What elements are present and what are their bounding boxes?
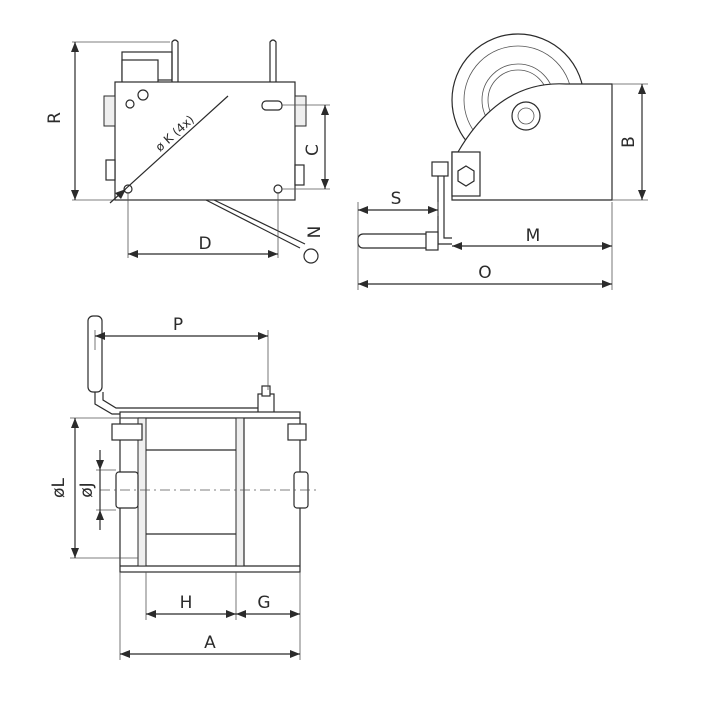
crank-grip: [357, 233, 435, 249]
arrow: [258, 332, 268, 340]
arrow: [428, 206, 438, 214]
shaft-hole-front: [511, 101, 541, 131]
crank-arm-top-inner: [102, 392, 270, 409]
left-flange: [103, 95, 116, 127]
top-handle-right: [269, 39, 277, 82]
top-handle-left: [171, 39, 179, 82]
arrow: [226, 610, 236, 618]
side-housing: [451, 83, 613, 201]
dim-label-s: S: [391, 189, 402, 209]
arrow: [358, 206, 368, 214]
leader-k: [109, 95, 229, 204]
arrow: [115, 189, 126, 199]
arrow: [358, 280, 368, 288]
arrow: [71, 418, 79, 428]
arrow: [95, 332, 105, 340]
arrow: [96, 510, 104, 520]
arrow: [321, 105, 329, 115]
dim-label-p: P: [173, 315, 183, 335]
arrow: [602, 280, 612, 288]
lever-lower: [213, 199, 306, 245]
lever-upper: [205, 199, 301, 249]
dim-label-m: M: [526, 226, 541, 246]
dim-label-c: C: [303, 144, 323, 156]
right-flange: [294, 95, 307, 127]
top-view: P øL øJ H G A: [49, 315, 316, 660]
front-view: R C N D ø K (4x): [45, 39, 330, 264]
arrow: [268, 250, 278, 258]
arrow: [71, 190, 79, 200]
arrow: [71, 42, 79, 52]
arrow: [290, 650, 300, 658]
crank-grip-top: [87, 315, 103, 393]
lever-eye: [303, 248, 319, 264]
arrow: [71, 548, 79, 558]
shaft-bore-front: [517, 107, 535, 125]
dim-label-n: N: [305, 226, 325, 239]
side-view: B S M O: [357, 33, 648, 290]
dim-label-g: G: [257, 593, 270, 613]
crank-arm: [437, 166, 452, 245]
arrow: [602, 242, 612, 250]
arrow: [146, 610, 156, 618]
crank-arm-inner: [443, 170, 452, 239]
dim-label-l: øL: [49, 478, 69, 498]
left-tab: [105, 159, 116, 181]
dim-label-o: O: [478, 263, 491, 283]
arrow: [452, 242, 462, 250]
right-tab: [294, 164, 305, 186]
bolt-hole: [273, 184, 283, 194]
drum-flange-right: [235, 417, 245, 567]
arrow: [96, 460, 104, 470]
arrow: [321, 179, 329, 189]
dim-label-r: R: [45, 112, 65, 124]
slot: [261, 100, 283, 111]
arrow: [236, 610, 246, 618]
bolt-head: [137, 89, 149, 101]
dim-label-b: B: [619, 136, 639, 148]
crank-cap: [261, 385, 271, 397]
arrow: [128, 250, 138, 258]
hex-nut: [457, 165, 475, 187]
crank-hub: [431, 161, 449, 177]
body-top: [119, 411, 301, 573]
crank-collar: [425, 231, 439, 251]
bolt-top: [111, 423, 143, 441]
crank-hub-top: [257, 393, 275, 415]
dim-label-j: øJ: [77, 482, 97, 497]
arrow: [638, 84, 646, 94]
crank-arm-top: [94, 392, 270, 415]
arrow: [638, 190, 646, 200]
arrow: [120, 650, 130, 658]
dim-label-h: H: [180, 593, 193, 613]
dim-label-a: A: [204, 633, 216, 653]
bolt-hole: [125, 99, 135, 109]
dim-label-d: D: [198, 234, 211, 254]
arrow: [290, 610, 300, 618]
bolt-top: [287, 423, 307, 441]
